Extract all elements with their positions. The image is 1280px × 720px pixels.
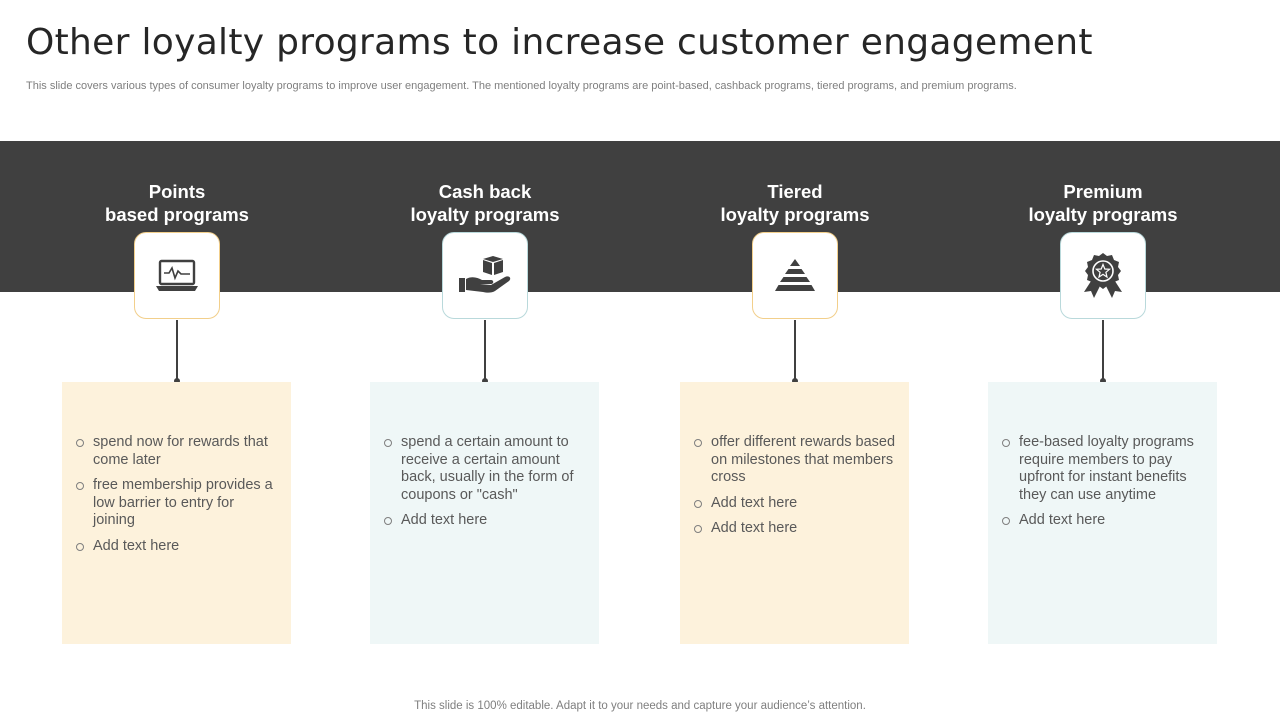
- bullet-list: spend now for rewards that come later fr…: [74, 434, 279, 555]
- bullet-item: Add text here: [382, 512, 587, 530]
- pyramid-icon: [775, 258, 815, 291]
- program-card: fee-based loyalty programs require membe…: [988, 382, 1217, 644]
- bullet-item: Add text here: [692, 495, 897, 513]
- connector-line: [1102, 320, 1104, 381]
- icon-box: [442, 232, 528, 319]
- program-card: spend now for rewards that come later fr…: [62, 382, 291, 644]
- bullet-item: Add text here: [1000, 512, 1205, 530]
- program-title-line1: Premium: [1063, 181, 1143, 202]
- slide-footer: This slide is 100% editable. Adapt it to…: [414, 700, 866, 712]
- connector-dot: [1100, 378, 1106, 384]
- bullet-item: free membership provides a low barrier t…: [74, 477, 279, 530]
- program-title-line2: loyalty programs: [1028, 204, 1178, 225]
- program-column-points: Points based programs spend now for rewa…: [62, 0, 292, 720]
- connector-dot: [792, 378, 798, 384]
- program-title-line1: Tiered: [767, 181, 823, 202]
- program-title-line1: Cash back: [438, 181, 532, 202]
- connector-line: [484, 320, 486, 381]
- program-title-line1: Points: [148, 181, 206, 202]
- program-column-tiered: Tiered loyalty programs offer different …: [680, 0, 910, 720]
- program-title: Premium loyalty programs: [988, 180, 1218, 226]
- award-ribbon-icon: [1084, 252, 1122, 298]
- bullet-item: offer different rewards based on milesto…: [692, 434, 897, 487]
- bullet-list: offer different rewards based on milesto…: [692, 434, 897, 538]
- program-card: offer different rewards based on milesto…: [680, 382, 909, 644]
- bullet-item: spend a certain amount to receive a cert…: [382, 434, 587, 504]
- bullet-item: Add text here: [692, 520, 897, 538]
- program-column-premium: Premium loyalty programs fee-based loyal…: [988, 0, 1218, 720]
- program-column-cashback: Cash back loyalty programs spend a certa…: [370, 0, 600, 720]
- icon-box: [752, 232, 838, 319]
- connector-line: [794, 320, 796, 381]
- program-card: spend a certain amount to receive a cert…: [370, 382, 599, 644]
- hand-box-icon: [459, 255, 511, 293]
- slide-subtitle: This slide covers various types of consu…: [26, 80, 1017, 92]
- bullet-item: fee-based loyalty programs require membe…: [1000, 434, 1205, 504]
- bullet-item: spend now for rewards that come later: [74, 434, 279, 469]
- connector-dot: [174, 378, 180, 384]
- program-title: Points based programs: [62, 180, 292, 226]
- icon-box: [1060, 232, 1146, 319]
- program-title-line2: loyalty programs: [410, 204, 560, 225]
- bullet-list: fee-based loyalty programs require membe…: [1000, 434, 1205, 530]
- bullet-list: spend a certain amount to receive a cert…: [382, 434, 587, 530]
- connector-dot: [482, 378, 488, 384]
- bullet-item: Add text here: [74, 538, 279, 556]
- icon-box: [134, 232, 220, 319]
- connector-line: [176, 320, 178, 381]
- program-title: Tiered loyalty programs: [680, 180, 910, 226]
- program-title-line2: based programs: [105, 204, 249, 225]
- program-title: Cash back loyalty programs: [370, 180, 600, 226]
- laptop-pulse-icon: [156, 259, 198, 291]
- program-title-line2: loyalty programs: [720, 204, 870, 225]
- slide-title: Other loyalty programs to increase custo…: [26, 22, 1093, 63]
